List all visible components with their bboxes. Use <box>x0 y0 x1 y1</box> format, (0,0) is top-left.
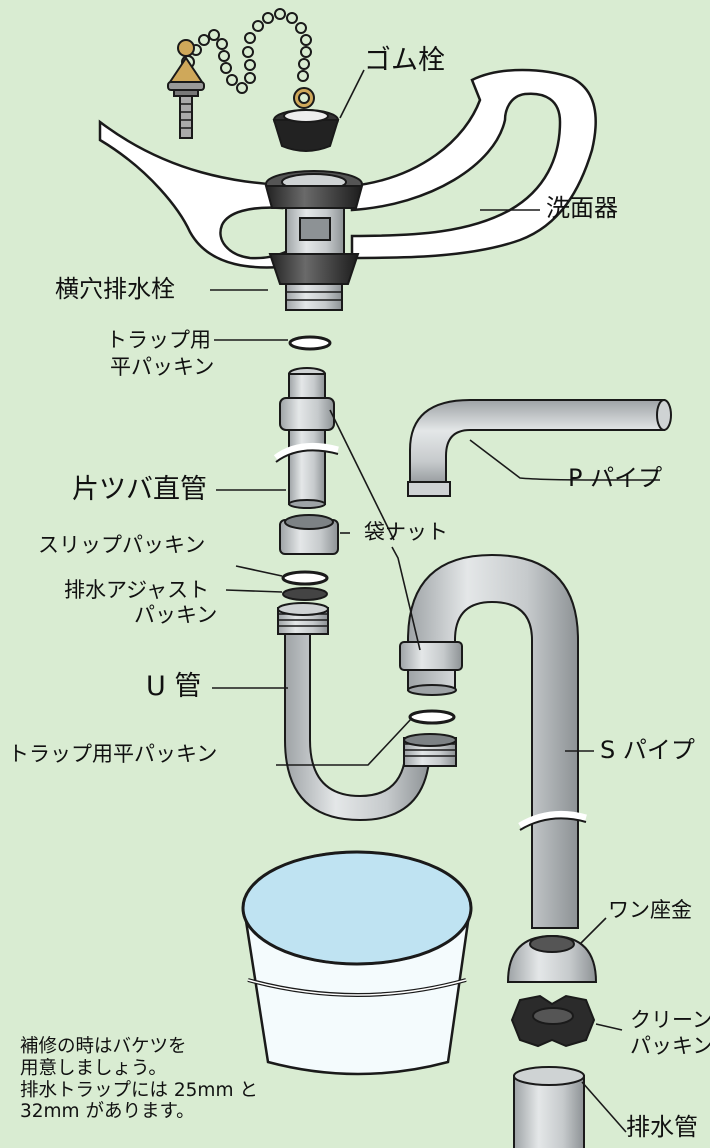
clean-packing <box>510 994 596 1048</box>
label-u-pipe: U 管 <box>146 671 202 702</box>
note-text: 補修の時はバケツを 用意しましょう。 排水トラップには 25mm と 32mm … <box>20 1036 258 1123</box>
label-single-flange-pipe: 片ツバ直管 <box>72 474 207 505</box>
trap-flat-packing-bottom <box>408 709 456 725</box>
note-line-4: 32mm があります。 <box>20 1101 195 1123</box>
leader-lines <box>210 69 660 1133</box>
chain <box>181 8 312 94</box>
drain-pipe <box>513 1066 585 1148</box>
washer <box>506 934 598 983</box>
label-drain-pipe: 排水管 <box>626 1113 698 1141</box>
label-side-hole-drain-plug: 横穴排水栓 <box>55 275 175 303</box>
label-trap-flat-packing-top-line2: 平パッキン <box>110 355 215 379</box>
label-trap-flat-packing-bottom: トラップ用平パッキン <box>8 742 218 766</box>
rubber-plug <box>272 87 340 152</box>
chain-hook <box>167 39 205 139</box>
label-cap-nut: 袋ナット <box>364 520 448 544</box>
note-line-1: 補修の時はバケツを <box>20 1036 187 1057</box>
cap-nut-top <box>279 514 339 555</box>
side-hole-drain-plug <box>264 170 364 311</box>
s-pipe <box>399 553 587 929</box>
label-rubber-plug: ゴム栓 <box>364 45 445 76</box>
single-flange-pipe <box>273 367 339 509</box>
note-line-3: 排水トラップには 25mm と <box>20 1079 258 1101</box>
bucket <box>241 850 473 1076</box>
label-drain-adjust-packing-line2: パッキン <box>134 603 218 627</box>
drain-adjust-packing <box>282 587 328 601</box>
basin-shape <box>98 68 597 269</box>
label-trap-flat-packing-top-line1: トラップ用 <box>106 328 211 352</box>
label-washer: ワン座金 <box>608 898 692 922</box>
label-clean-packing-line1: クリーン <box>630 1008 710 1032</box>
trap-flat-packing-top <box>288 335 332 351</box>
u-pipe <box>277 602 457 822</box>
p-pipe <box>407 399 672 497</box>
slip-packing <box>281 570 329 586</box>
note-line-2: 用意しましょう。 <box>20 1057 167 1079</box>
label-basin: 洗面器 <box>546 194 618 222</box>
label-slip-packing: スリップパッキン <box>38 533 206 557</box>
label-clean-packing-line2: パッキン <box>630 1034 710 1058</box>
label-p-pipe: P パイプ <box>568 464 663 492</box>
label-drain-adjust-packing-line1: 排水アジャスト <box>64 578 210 602</box>
label-s-pipe: S パイプ <box>600 736 695 764</box>
